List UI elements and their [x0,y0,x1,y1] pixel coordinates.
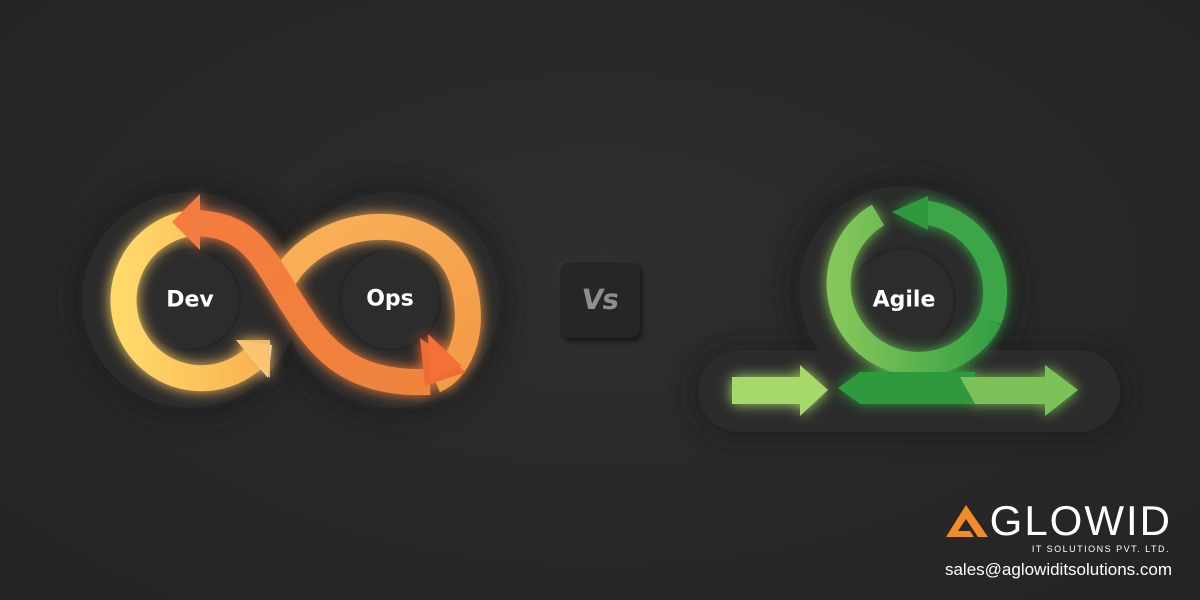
brand-tagline: IT SOLUTIONS PVT. LTD. [1031,544,1170,554]
brand-name: GLOWID [989,497,1172,544]
logo-triangle-icon [945,505,988,537]
agile-label: Agile [872,287,936,313]
infinity-loop-icon [110,194,481,396]
ops-label: Ops [366,286,414,312]
agile-cycle-icon [732,196,1078,416]
dev-label: Dev [166,287,214,313]
brand-email: sales@aglowiditsolutions.com [944,560,1172,579]
vs-badge: Vs [560,262,640,338]
vs-text: Vs [579,282,621,316]
brand-logo: GLOWID [945,500,1172,542]
brand-block: GLOWID IT SOLUTIONS PVT. LTD. sales@aglo… [945,500,1172,580]
